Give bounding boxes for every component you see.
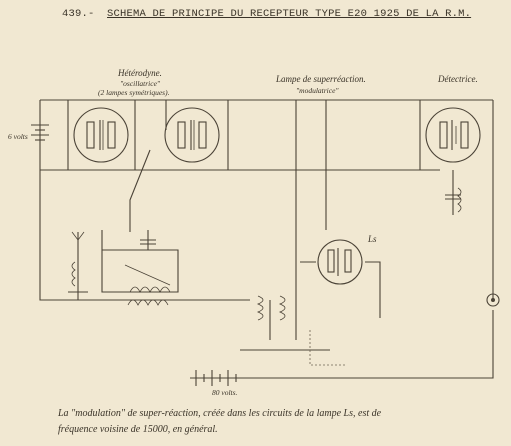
output-jack [486, 293, 500, 307]
right-rail-lower [250, 310, 494, 379]
figure-number: 439.- [62, 8, 95, 20]
title-text: SCHEMA DE PRINCIPE DU RECEPTEUR TYPE E20… [107, 8, 472, 20]
detector-tuned-circuit [445, 185, 462, 215]
antenna-frame [68, 231, 88, 300]
lampes-symetriques-label: (2 lampes symétriques). [98, 88, 170, 97]
caption-line-2: fréquence voisine de 15000, en général. [58, 424, 218, 435]
battery-6v [31, 124, 49, 141]
eighty-volts-label: 80 volts. [212, 388, 238, 397]
caption-line-1: La "modulation" de super-réaction, créée… [58, 408, 382, 419]
detector-tube [425, 107, 481, 163]
heterodyne-tube-right [164, 107, 220, 163]
detectrice-label: Détectrice. [438, 74, 478, 84]
oscillatrice-label: "oscillatrice" [120, 79, 161, 88]
caption: La "modulation" de super-réaction, créée… [58, 406, 503, 438]
heterodyne-label: Hétérodyne. [118, 68, 162, 78]
superreaction-label: Lampe de superréaction. [276, 74, 366, 84]
modulation-coils [240, 295, 330, 351]
modulatrice-label: "modulatrice" [296, 86, 339, 95]
heterodyne-tube-left [73, 107, 129, 163]
oscillator-circuit [101, 230, 179, 293]
six-volts-label: 6 volts [8, 132, 28, 141]
diagram-title: 439.- SCHEMA DE PRINCIPE DU RECEPTEUR TY… [62, 8, 502, 20]
battery-80v [190, 370, 250, 386]
left-rail [39, 100, 250, 301]
ls-label: Ls [368, 234, 377, 244]
superreaction-tube-ls [317, 239, 363, 285]
